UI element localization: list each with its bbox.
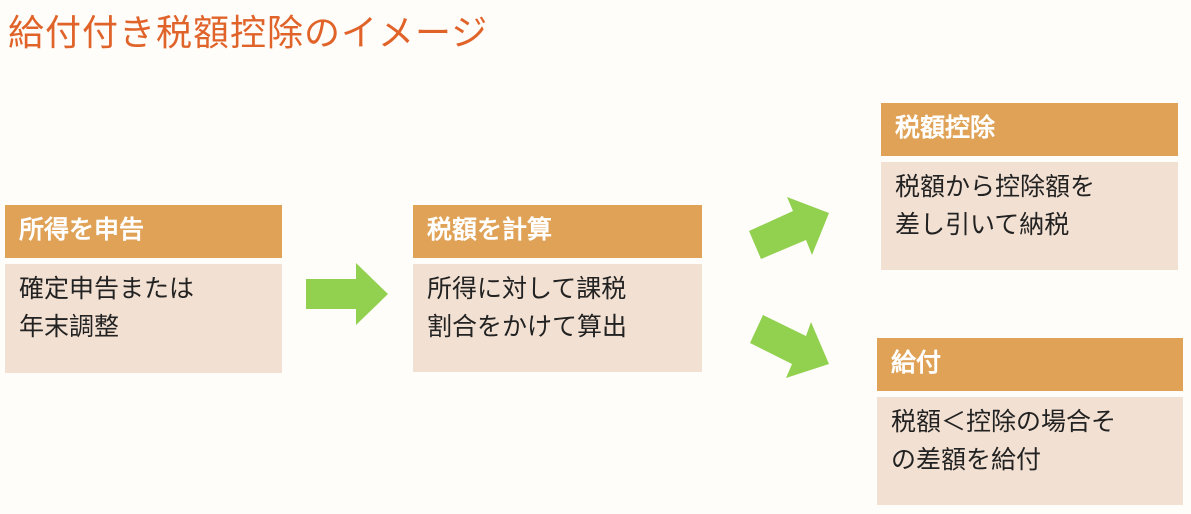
box-body: 所得に対して課税 割合をかけて算出	[413, 264, 702, 372]
box-calculate-tax: 税額を計算 所得に対して課税 割合をかけて算出	[413, 205, 702, 372]
box-header: 税額を計算	[413, 205, 702, 258]
box-body: 税額＜控除の場合そ の差額を給付	[877, 397, 1183, 505]
up-right-arrow-icon	[749, 197, 829, 259]
box-header: 所得を申告	[5, 205, 282, 258]
box-body: 税額から控除額を 差し引いて納税	[881, 162, 1178, 270]
box-benefit: 給付 税額＜控除の場合そ の差額を給付	[877, 338, 1183, 505]
box-tax-deduction: 税額控除 税額から控除額を 差し引いて納税	[881, 103, 1178, 270]
down-right-arrow-icon	[750, 315, 829, 378]
diagram-title: 給付付き税額控除のイメージ	[8, 13, 489, 54]
box-body: 確定申告または 年末調整	[5, 264, 282, 373]
box-header: 給付	[877, 338, 1183, 391]
box-declare-income: 所得を申告 確定申告または 年末調整	[5, 205, 282, 373]
box-header: 税額控除	[881, 103, 1178, 156]
right-arrow-icon	[306, 263, 388, 325]
